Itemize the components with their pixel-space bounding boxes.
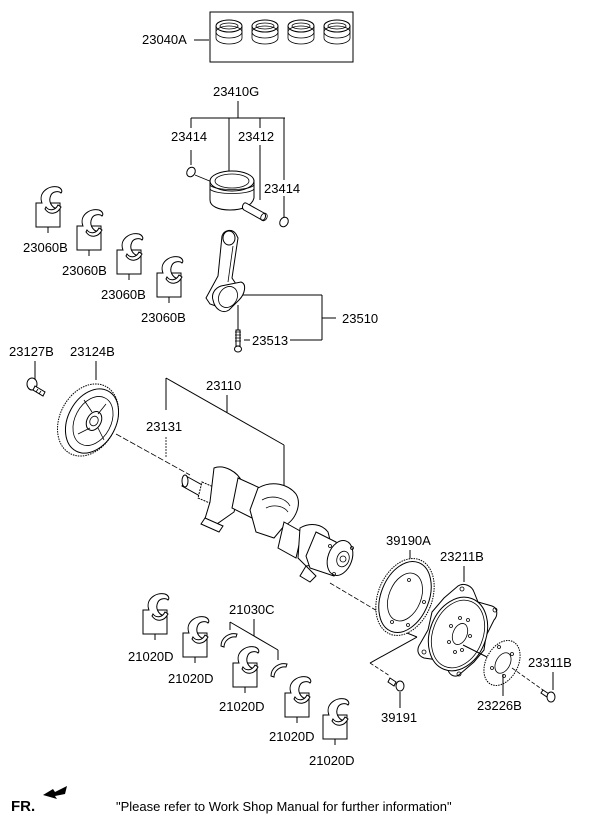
label-23414-right: 23414: [264, 181, 300, 196]
main-bearing-1[interactable]: [142, 593, 170, 641]
adapter-plate[interactable]: [477, 634, 528, 691]
label-23412: 23412: [238, 129, 274, 144]
crankshaft-leaders: [115, 377, 285, 487]
drive-plate[interactable]: [417, 583, 498, 679]
connecting-rod[interactable]: [205, 229, 246, 313]
damper-pulley-bolt[interactable]: [26, 377, 46, 397]
label-23060B-2: 23060B: [62, 263, 107, 278]
drive-plate-bolt[interactable]: [540, 689, 556, 703]
thrust-bearing-leaders: [229, 619, 279, 660]
piston-pin-clip-right[interactable]: [278, 216, 290, 229]
label-23060B-4: 23060B: [141, 310, 186, 325]
conrod-bearing-1[interactable]: [35, 186, 63, 234]
conrod-leaders: [237, 294, 336, 341]
label-23513: 23513: [252, 333, 288, 348]
crankshaft-to-ringgear-line: [329, 582, 385, 616]
ring-gear-bolt-leaders: [369, 632, 418, 677]
conrod-bearing-4[interactable]: [156, 256, 184, 304]
label-21020D-3: 21020D: [219, 699, 265, 714]
label-23127B: 23127B: [9, 344, 54, 359]
ring-gear-bolt[interactable]: [387, 677, 405, 692]
label-23110: 23110: [206, 378, 241, 393]
piston-ring-set[interactable]: [194, 11, 354, 63]
front-direction-label: FR.: [11, 798, 35, 815]
label-23311B: 23311B: [528, 655, 572, 670]
label-23040A: 23040A: [142, 32, 187, 47]
crankshaft[interactable]: [181, 466, 357, 583]
label-23124B: 23124B: [70, 344, 115, 359]
label-21020D-5: 21020D: [309, 753, 355, 768]
label-21030C: 21030C: [229, 602, 275, 617]
piston-pin-clip-left[interactable]: [185, 166, 213, 183]
piston-assembly-leaders: [190, 101, 285, 218]
label-23060B-1: 23060B: [23, 240, 68, 255]
damper-pulley[interactable]: [45, 373, 130, 466]
label-39190A: 39190A: [386, 533, 431, 548]
label-39191: 39191: [381, 710, 417, 725]
main-bearing-3[interactable]: [232, 646, 260, 694]
label-23410G: 23410G: [213, 84, 259, 99]
label-23414-left: 23414: [171, 129, 207, 144]
main-bearing-5[interactable]: [322, 698, 350, 746]
conrod-bearing-3[interactable]: [116, 233, 144, 281]
main-bearing-2[interactable]: [182, 616, 210, 664]
label-21020D-2: 21020D: [168, 671, 214, 686]
label-23510: 23510: [342, 311, 378, 326]
thrust-bearing-left[interactable]: [220, 633, 238, 648]
label-21020D-4: 21020D: [269, 729, 315, 744]
label-21020D-1: 21020D: [128, 649, 174, 664]
piston[interactable]: [209, 170, 255, 211]
conrod-bearing-2[interactable]: [76, 209, 104, 257]
piston-pin[interactable]: [242, 202, 269, 222]
label-23226B: 23226B: [477, 698, 522, 713]
label-23060B-3: 23060B: [101, 287, 146, 302]
label-23131: 23131: [146, 419, 182, 434]
thrust-bearing-right[interactable]: [270, 663, 288, 678]
ring-gear[interactable]: [365, 550, 445, 644]
label-23211B: 23211B: [440, 549, 484, 564]
front-direction-arrow-icon: [43, 786, 67, 799]
footer-note: "Please refer to Work Shop Manual for fu…: [116, 799, 452, 814]
main-bearing-4[interactable]: [284, 676, 312, 724]
conrod-bolt[interactable]: [234, 329, 242, 353]
